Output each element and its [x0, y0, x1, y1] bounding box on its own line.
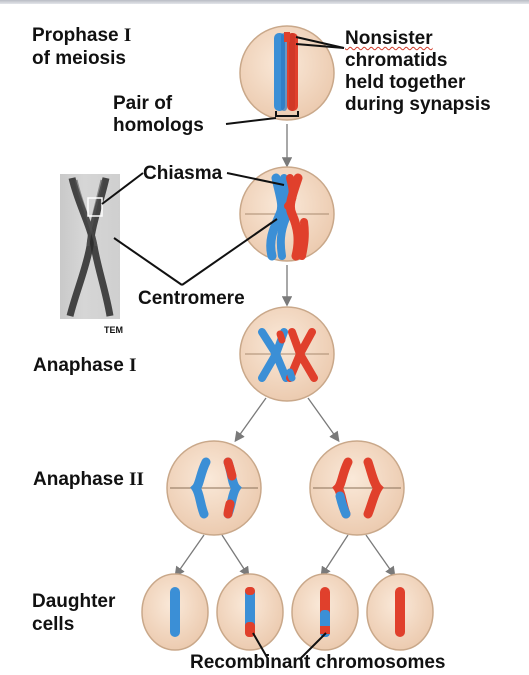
arrow-anaphase1-right: [307, 397, 340, 443]
label-anaphase2-text: Anaphase: [33, 469, 130, 490]
arrow-anaphase2-left-a: [174, 534, 205, 578]
label-chiasma: Chiasma: [143, 163, 223, 184]
label-nonsister-line2: chromatids: [345, 50, 448, 71]
label-daughter-line1: Daughter: [32, 591, 116, 612]
leader-lines: [101, 36, 345, 660]
top-border: [0, 0, 529, 4]
label-anaphase2-roman: II: [129, 469, 144, 490]
daughter-cell-3: [291, 573, 359, 651]
leader-chiasma-tem: [101, 172, 144, 205]
label-anaphase2: Anaphase II: [33, 468, 144, 491]
cell-anaphase2-right: [309, 440, 405, 536]
label-anaphase1-roman: I: [129, 355, 137, 376]
arrow-anaphase2-right-a: [320, 534, 349, 578]
cell-anaphase2-left: [166, 440, 262, 536]
label-pair-line1: Pair of: [113, 93, 173, 114]
label-prophase-line2: of meiosis: [32, 48, 126, 69]
label-daughter-cells: Daughter cells: [32, 590, 115, 636]
cell-anaphase1: [239, 306, 335, 402]
arrow-anaphase1-left: [234, 397, 267, 443]
label-prophase-text: Prophase: [32, 25, 124, 46]
label-pair-of-homologs: Pair of homologs: [113, 93, 204, 137]
leader-pair: [225, 117, 277, 125]
label-nonsister-chromatids: Nonsister chromatids held together durin…: [345, 28, 491, 116]
leader-recombinant-a: [252, 632, 269, 660]
leader-chiasma-diagram: [226, 172, 285, 186]
label-nonsister-line3: held together: [345, 72, 466, 93]
label-anaphase1: Anaphase I: [33, 354, 137, 377]
cell-prophase: [239, 25, 335, 121]
cell-chiasma: [239, 166, 335, 262]
label-tem: TEM: [104, 325, 123, 335]
label-daughter-line2: cells: [32, 614, 75, 635]
label-prophase-roman: I: [123, 25, 132, 46]
tem-micrograph-image: [66, 177, 114, 317]
daughter-cell-1: [141, 573, 209, 651]
label-anaphase1-text: Anaphase: [33, 355, 130, 376]
arrow-anaphase2-left-b: [221, 534, 250, 578]
label-pair-line2: homologs: [113, 115, 204, 136]
label-prophase: Prophase I of meiosis: [32, 24, 131, 70]
label-recombinant-chromosomes: Recombinant chromosomes: [190, 652, 446, 673]
arrow-anaphase2-right-b: [365, 534, 396, 578]
leader-recombinant-b: [299, 632, 327, 660]
leader-centromere-diagram: [181, 218, 278, 286]
leader-nonsister-b: [295, 43, 345, 49]
label-nonsister-line4: during synapsis: [345, 94, 491, 115]
leader-centromere-tem: [113, 237, 183, 286]
label-nonsister-line1: Nonsister: [345, 28, 433, 49]
bracket-pair: [275, 111, 299, 117]
arrows: [174, 124, 396, 578]
label-centromere: Centromere: [138, 288, 245, 309]
daughter-cell-2: [216, 573, 284, 651]
leader-nonsister-a: [295, 36, 345, 49]
daughter-cell-4: [366, 573, 434, 651]
